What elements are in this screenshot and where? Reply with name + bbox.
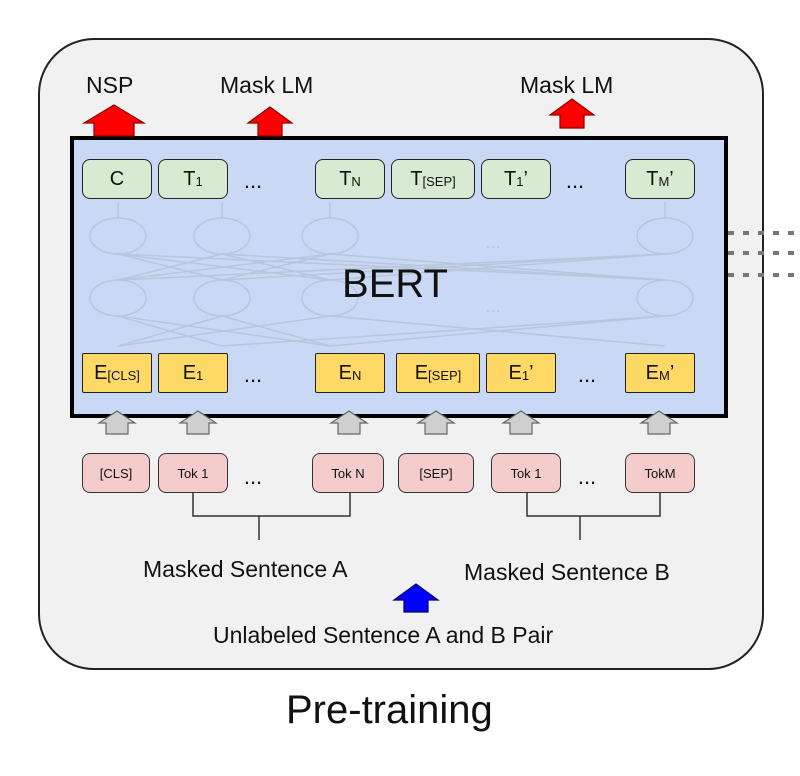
hidden-node <box>301 217 359 255</box>
token-sep: [SEP] <box>398 453 474 493</box>
output-node-label: T <box>646 167 659 190</box>
output-node-subscript: 1 <box>195 173 203 189</box>
mask-lm-arrow-icon <box>246 106 294 137</box>
output-node-subscript: N <box>351 173 361 189</box>
embedding-ellipsis: ... <box>243 362 263 387</box>
input-caption: Unlabeled Sentence A and B Pair <box>213 622 554 648</box>
output-ellipsis: ... <box>565 168 585 193</box>
output-node-label: C <box>109 167 125 190</box>
masked-sentence-a-label: Masked Sentence A <box>143 556 348 582</box>
prime-mark: ’ <box>669 361 675 384</box>
embedding-node-subscript: 1 <box>521 367 530 383</box>
masked-sentence-b-label: Masked Sentence B <box>464 559 670 585</box>
embedding-node-subscript: N <box>351 367 362 383</box>
hidden-ellipsis: ... <box>485 232 501 252</box>
output-ellipsis: ... <box>243 168 263 193</box>
output-node-label: T <box>504 167 517 190</box>
embedding-node-cls: E[CLS] <box>82 353 152 393</box>
output-node-subscript: M <box>658 173 670 189</box>
token-cls: [CLS] <box>82 453 150 493</box>
token-1-b: Tok 1 <box>491 453 561 493</box>
model-name: BERT <box>342 262 448 306</box>
output-node-label: T <box>339 167 352 190</box>
mask-lm-label: Mask LM <box>520 72 614 98</box>
token-m: TokM <box>625 453 695 493</box>
mask-lm-arrow-icon <box>548 98 596 129</box>
embedding-node-label: E <box>94 361 108 384</box>
hidden-network <box>89 202 694 347</box>
hidden-node <box>89 279 147 317</box>
output-node-tsep: T[SEP] <box>391 159 475 199</box>
prime-mark: ’ <box>529 361 534 384</box>
output-node-c: C <box>82 159 152 199</box>
embedding-node-label: E <box>414 361 429 384</box>
prime-mark: ’ <box>669 167 674 190</box>
output-node-subscript: 1 <box>516 173 524 189</box>
embedding-node-sep: E[SEP] <box>396 353 480 393</box>
embedding-node-label: E <box>508 361 522 384</box>
hidden-ellipsis: ... <box>485 296 501 316</box>
output-node-label: T <box>183 167 196 190</box>
nsp-arrow-icon <box>81 104 147 137</box>
embedding-node-label: E <box>645 361 660 384</box>
hidden-node <box>636 217 694 255</box>
embedding-node-subscript: [SEP] <box>428 367 462 383</box>
embedding-node-subscript: 1 <box>196 367 204 383</box>
embedding-node-subscript: [CLS] <box>107 367 140 383</box>
embedding-node-subscript: M <box>659 367 670 383</box>
token-1: Tok 1 <box>158 453 228 493</box>
embedding-node-label: E <box>182 361 197 384</box>
prime-mark: ’ <box>523 167 528 190</box>
output-node-label: T <box>410 167 423 190</box>
hidden-node <box>193 279 251 317</box>
token-ellipsis: ... <box>243 464 263 489</box>
head-arrows <box>81 98 596 137</box>
stage-title: Pre-training <box>286 688 493 732</box>
nsp-label: NSP <box>86 72 134 98</box>
embedding-ellipsis: ... <box>577 362 597 387</box>
token-ellipsis: ... <box>577 464 597 489</box>
input-arrow-icon <box>392 583 440 613</box>
hidden-node <box>636 279 694 317</box>
mask-lm-label: Mask LM <box>220 72 314 98</box>
hidden-node <box>89 217 147 255</box>
embedding-node-label: E <box>338 361 352 384</box>
input-arrows <box>97 410 679 435</box>
token-n: Tok N <box>312 453 384 493</box>
hidden-node <box>193 217 251 255</box>
output-node-subscript: [SEP] <box>422 173 456 189</box>
dotted-connectors <box>728 231 800 277</box>
sentence-brackets <box>192 493 661 540</box>
